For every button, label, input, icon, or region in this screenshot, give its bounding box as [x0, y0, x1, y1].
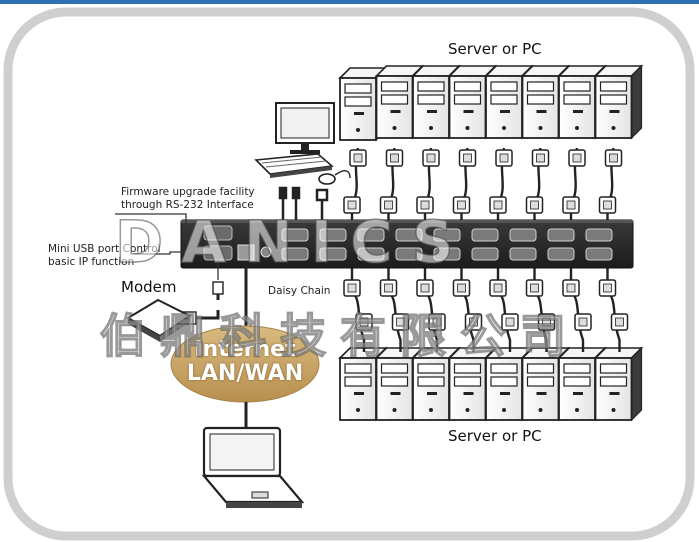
connector-top-a-5 [495, 149, 513, 167]
top-server-group [338, 64, 644, 142]
kvm-port-top-5 [433, 228, 461, 242]
watermark-company: 伯鼎科技有限公司 [99, 308, 580, 364]
kvm-port-bottom-3 [357, 247, 385, 261]
server-tower-top-1 [338, 66, 388, 142]
connector-bottom-b-6 [537, 313, 556, 331]
connector-bottom-a-5 [489, 279, 507, 297]
kvm-port-top-9 [585, 228, 613, 242]
connector-top-b-2 [379, 196, 398, 214]
kvm-port-bottom-2 [319, 247, 347, 261]
server-tower-top-8 [593, 64, 644, 140]
connector-top-b-4 [452, 196, 471, 214]
connector-bottom-b-5 [501, 313, 519, 331]
connector-top-b-6 [525, 196, 544, 214]
watermark-logo: DANICS [114, 207, 472, 277]
top-cable-group [343, 147, 623, 222]
kvm-port-bottom-1 [281, 247, 309, 261]
kvm-port-top-6 [471, 228, 499, 242]
connector-bottom-a-3 [416, 279, 434, 297]
server-tower-bottom-4 [447, 346, 498, 422]
connector-top-b-1 [343, 196, 361, 214]
kvm-port-top-8 [547, 228, 575, 242]
connector-top-a-7 [568, 149, 586, 167]
label-server-bottom: Server or PC [448, 427, 542, 445]
label-internet: Internet LAN/WAN [186, 337, 304, 386]
kvm-switch-unit [180, 219, 634, 269]
connector-bottom-b-2 [391, 313, 410, 331]
connector-top-b-3 [416, 196, 434, 214]
kvm-port-top-4 [395, 228, 423, 242]
laptop-icon [201, 402, 305, 508]
modem-plug [212, 281, 224, 295]
callout-lines [115, 213, 219, 280]
label-firmware: Firmware upgrade facility through RS-232… [121, 186, 255, 211]
label-modem: Modem [121, 278, 177, 296]
connector-top-a-3 [422, 149, 440, 167]
keyboard-icon [254, 153, 334, 178]
connector-bottom-a-4 [452, 279, 471, 297]
console-monitor-icon [275, 102, 335, 154]
connector-bottom-a-7 [562, 279, 580, 297]
connector-top-b-8 [598, 196, 617, 214]
connector-bottom-a-1 [343, 279, 361, 297]
connector-bottom-b-1 [355, 313, 373, 331]
connector-bottom-a-6 [525, 279, 544, 297]
connector-bottom-b-3 [428, 313, 446, 331]
connector-bottom-a-8 [598, 279, 617, 297]
server-tower-top-5 [484, 64, 534, 140]
connector-bottom-b-7 [574, 313, 592, 331]
bottom-cable-group [343, 268, 629, 352]
connector-bottom-b-8 [610, 313, 629, 331]
label-daisy-chain: Daisy Chain [268, 285, 331, 297]
bottom-server-group [338, 346, 644, 422]
connector-top-a-1 [349, 149, 367, 167]
kvm-port-bottom-9 [585, 247, 613, 261]
connector-bottom-b-4 [464, 313, 483, 331]
kvm-port-bottom-7 [509, 247, 537, 261]
label-server-top: Server or PC [448, 40, 542, 58]
label-mini-usb: Mini USB port Control basic IP function [48, 243, 161, 268]
modem-icon [126, 298, 192, 342]
kvm-port-bottom-8 [547, 247, 575, 261]
kvm-port-top-2 [319, 228, 347, 242]
connector-top-a-8 [604, 149, 623, 167]
top-accent-bar [0, 0, 699, 4]
kvm-port-top-1 [281, 228, 309, 242]
connector-bottom-a-2 [379, 279, 398, 297]
kvm-port-top-3 [357, 228, 385, 242]
connector-top-a-6 [531, 149, 550, 167]
connector-top-a-2 [385, 149, 404, 167]
connector-top-a-4 [458, 149, 477, 167]
connector-top-b-7 [562, 196, 580, 214]
kvm-port-bottom-6 [471, 247, 499, 261]
mouse-icon [318, 170, 351, 185]
connector-top-b-5 [489, 196, 507, 214]
kvm-port-bottom-5 [433, 247, 461, 261]
kvm-port-top-7 [509, 228, 537, 242]
kvm-port-group [281, 228, 613, 261]
server-tower-bottom-8 [593, 346, 644, 422]
kvm-port-bottom-4 [395, 247, 423, 261]
